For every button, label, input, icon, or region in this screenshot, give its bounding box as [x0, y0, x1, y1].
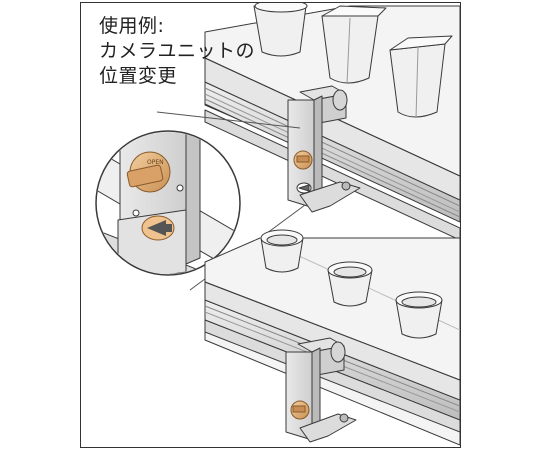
top-camera-bracket — [287, 85, 361, 213]
top-cup-2 — [321, 5, 387, 85]
caption-line-3: 位置変更 — [99, 65, 178, 87]
bottom-camera-bracket — [285, 337, 357, 443]
bottom-knob-icon — [290, 400, 310, 420]
caption-line-1: 使用例: — [99, 15, 165, 37]
zoom-knob-icon: OPEN — [126, 151, 171, 193]
bottom-cup-2 — [327, 261, 373, 307]
zoom-detail: OPEN — [95, 130, 241, 276]
svg-text:OPEN: OPEN — [147, 159, 164, 166]
caption: 使用例: カメラユニットの 位置変更 — [99, 14, 255, 89]
bottom-cup-1 — [260, 229, 304, 273]
top-cup-3 — [389, 35, 453, 119]
zoom-slot-icon — [141, 215, 175, 241]
top-knob-icon — [293, 150, 313, 170]
bottom-cup-3 — [395, 291, 443, 339]
top-cup-1 — [253, 3, 308, 57]
caption-line-2: カメラユニットの — [99, 40, 256, 62]
